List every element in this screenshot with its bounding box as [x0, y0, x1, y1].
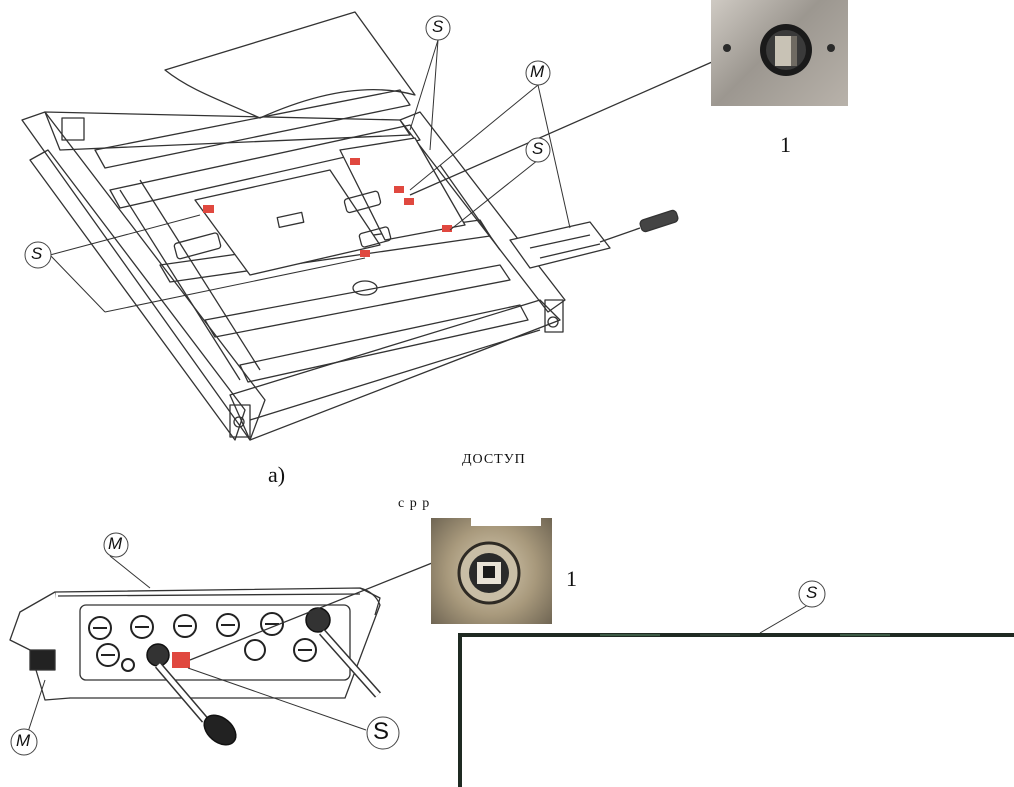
mark-callout-label: M	[530, 62, 545, 81]
callout-circle	[24, 241, 52, 269]
partial-text-bottom: с р р	[398, 496, 431, 511]
left-rail	[21, 111, 266, 441]
terminal-drawing	[9, 587, 381, 701]
callout-circle	[798, 580, 826, 608]
seal-marker	[350, 158, 360, 165]
terminal-buttons	[88, 612, 317, 672]
callout-circle	[525, 60, 551, 86]
seal-marker	[203, 205, 214, 213]
indicator-plate	[509, 221, 611, 269]
seal-callout-label: S	[532, 139, 544, 158]
detail-photo-bottom	[431, 518, 552, 624]
connector-top	[639, 209, 679, 233]
cover-plate	[164, 11, 416, 119]
seal-marker	[394, 186, 404, 193]
mark-callout-label: M	[108, 534, 123, 553]
leaders-top	[49, 39, 713, 313]
leaders-bottom	[27, 555, 809, 733]
front-rail	[229, 299, 561, 441]
detail-number-bottom: 1	[566, 566, 577, 591]
detail-photo-top	[711, 0, 848, 106]
callout-circle	[425, 15, 451, 41]
seal-callout-label-large: S	[373, 718, 390, 745]
partial-photo-frame	[458, 633, 1014, 787]
seal-callout-label: S	[806, 583, 818, 602]
callout-circle	[366, 716, 400, 750]
detail-leader-top	[409, 61, 713, 196]
seal-marker	[404, 198, 414, 205]
seal-callout-label: S	[432, 17, 444, 36]
seal-marker-terminal	[172, 652, 190, 668]
detail-number-top: 1	[780, 132, 791, 157]
seal-marker	[360, 250, 370, 257]
seal-markers-top	[203, 158, 452, 257]
load-plate-left	[194, 169, 381, 276]
callout-circle	[525, 137, 551, 163]
mark-callout-label: M	[16, 731, 31, 750]
callout-circle	[103, 532, 129, 558]
seal-marker	[442, 225, 452, 232]
terminal-cables	[146, 607, 381, 746]
callout-circle	[10, 728, 38, 756]
figure-label-a: а)	[268, 462, 286, 487]
seal-callout-label: S	[31, 244, 43, 263]
partial-text-top: ДОСТУП	[462, 452, 526, 467]
